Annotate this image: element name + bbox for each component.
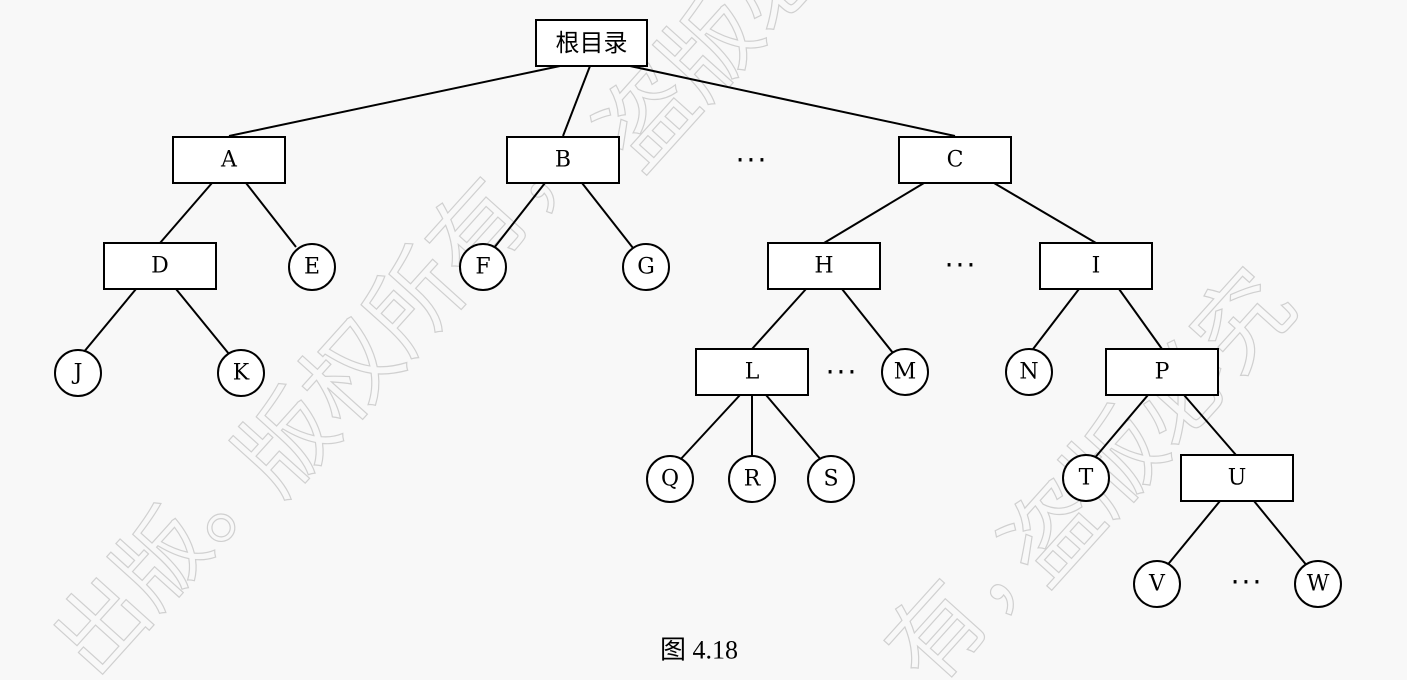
node-g-label: G [637, 255, 655, 280]
node-s-label: S [823, 467, 838, 492]
edge [581, 182, 634, 249]
edge [175, 288, 230, 355]
node-m-circle [881, 348, 929, 396]
edge [1092, 394, 1149, 461]
edge [245, 182, 297, 248]
node-v-label: V [1148, 572, 1166, 597]
edge [228, 65, 561, 137]
ellipses: ··· ··· ··· ··· [736, 144, 1264, 599]
ellipsis: ··· [1231, 566, 1264, 599]
node-a-label: A [220, 148, 238, 173]
figure-caption: 图 4.18 [660, 636, 738, 665]
watermark: 出版。 版权所有， 盗版必究 盗版必究 有， [33, 0, 1317, 680]
node-t-label: T [1079, 466, 1094, 491]
node-r-label: R [744, 467, 762, 492]
edge [765, 394, 823, 462]
node-p-box [1105, 348, 1219, 396]
node-j-label: J [72, 361, 83, 386]
node-j-circle [54, 349, 102, 397]
edge [1164, 500, 1221, 569]
edge [993, 182, 1097, 244]
edges [82, 65, 1309, 569]
root-node-label: 根目录 [556, 29, 628, 57]
edge [1253, 500, 1309, 568]
node-q-circle [646, 455, 694, 503]
edge [823, 182, 925, 244]
node-u-box [1180, 454, 1294, 502]
node-i-box [1039, 242, 1153, 290]
edge [1029, 288, 1080, 354]
node-b-box [506, 136, 620, 184]
node-n-circle [1005, 348, 1053, 396]
node-h-label: H [814, 254, 833, 279]
node-s-circle [807, 455, 855, 503]
edge [1183, 394, 1237, 456]
node-d-box [103, 242, 217, 290]
ellipsis: ··· [736, 144, 769, 177]
root-node: 根目录 [535, 19, 648, 67]
node-l-label: L [745, 360, 760, 385]
node-g-circle [622, 243, 670, 291]
edge [159, 182, 213, 244]
node-n-label: N [1019, 360, 1038, 385]
edge [562, 65, 591, 137]
node-b-label: B [555, 148, 571, 173]
edge [1118, 288, 1163, 350]
edge [751, 288, 807, 350]
directory-nodes: A B C D H I L P U [103, 136, 1294, 502]
edge [678, 394, 741, 462]
edge [841, 288, 894, 354]
node-m-label: M [894, 360, 917, 385]
file-nodes: E J K F G M N Q R S T V W [54, 243, 1342, 608]
node-u-label: U [1228, 466, 1247, 491]
node-h-box [767, 242, 881, 290]
node-i-label: I [1092, 254, 1101, 279]
node-e-circle [288, 243, 336, 291]
node-c-label: C [947, 148, 964, 173]
node-t-circle [1062, 454, 1110, 502]
node-k-circle [217, 349, 265, 397]
node-p-label: P [1155, 360, 1170, 385]
edge [82, 288, 137, 354]
edge [629, 65, 956, 137]
node-k-label: K [233, 361, 250, 386]
ellipsis: ··· [826, 356, 859, 389]
node-w-circle [1294, 560, 1342, 608]
edge [493, 182, 546, 249]
node-q-label: Q [661, 467, 679, 492]
root-node-box [535, 19, 648, 67]
node-e-label: E [304, 255, 320, 280]
node-w-label: W [1307, 572, 1330, 597]
node-r-circle [728, 455, 776, 503]
node-f-circle [459, 243, 507, 291]
node-a-box [172, 136, 286, 184]
node-f-label: F [475, 255, 490, 280]
ellipsis: ··· [945, 249, 978, 282]
node-v-circle [1133, 560, 1181, 608]
node-c-box [898, 136, 1012, 184]
node-l-box [695, 348, 809, 396]
node-d-label: D [151, 254, 169, 279]
